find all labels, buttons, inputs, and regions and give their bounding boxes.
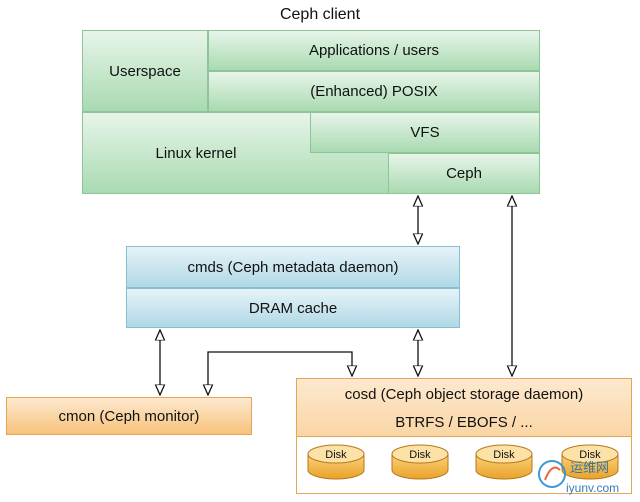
cmds-cache-cell: DRAM cache xyxy=(126,288,460,328)
ceph-cell: Ceph xyxy=(388,153,540,194)
cosd-title: cosd (Ceph object storage daemon) xyxy=(344,385,584,403)
vfs-cell: VFS xyxy=(310,112,540,153)
userspace-cell: Userspace xyxy=(82,30,208,112)
cmon-box: cmon (Ceph monitor) xyxy=(6,397,252,435)
posix-cell: (Enhanced) POSIX xyxy=(208,71,540,112)
cmds-title-cell: cmds (Ceph metadata daemon) xyxy=(126,246,460,288)
applications-cell: Applications / users xyxy=(208,30,540,71)
linux-kernel-label: Linux kernel xyxy=(155,144,237,162)
diagram-title: Ceph client xyxy=(279,6,361,23)
cosd-filesystem: BTRFS / EBOFS / ... xyxy=(395,413,533,431)
cosd-disk-area xyxy=(297,436,631,493)
